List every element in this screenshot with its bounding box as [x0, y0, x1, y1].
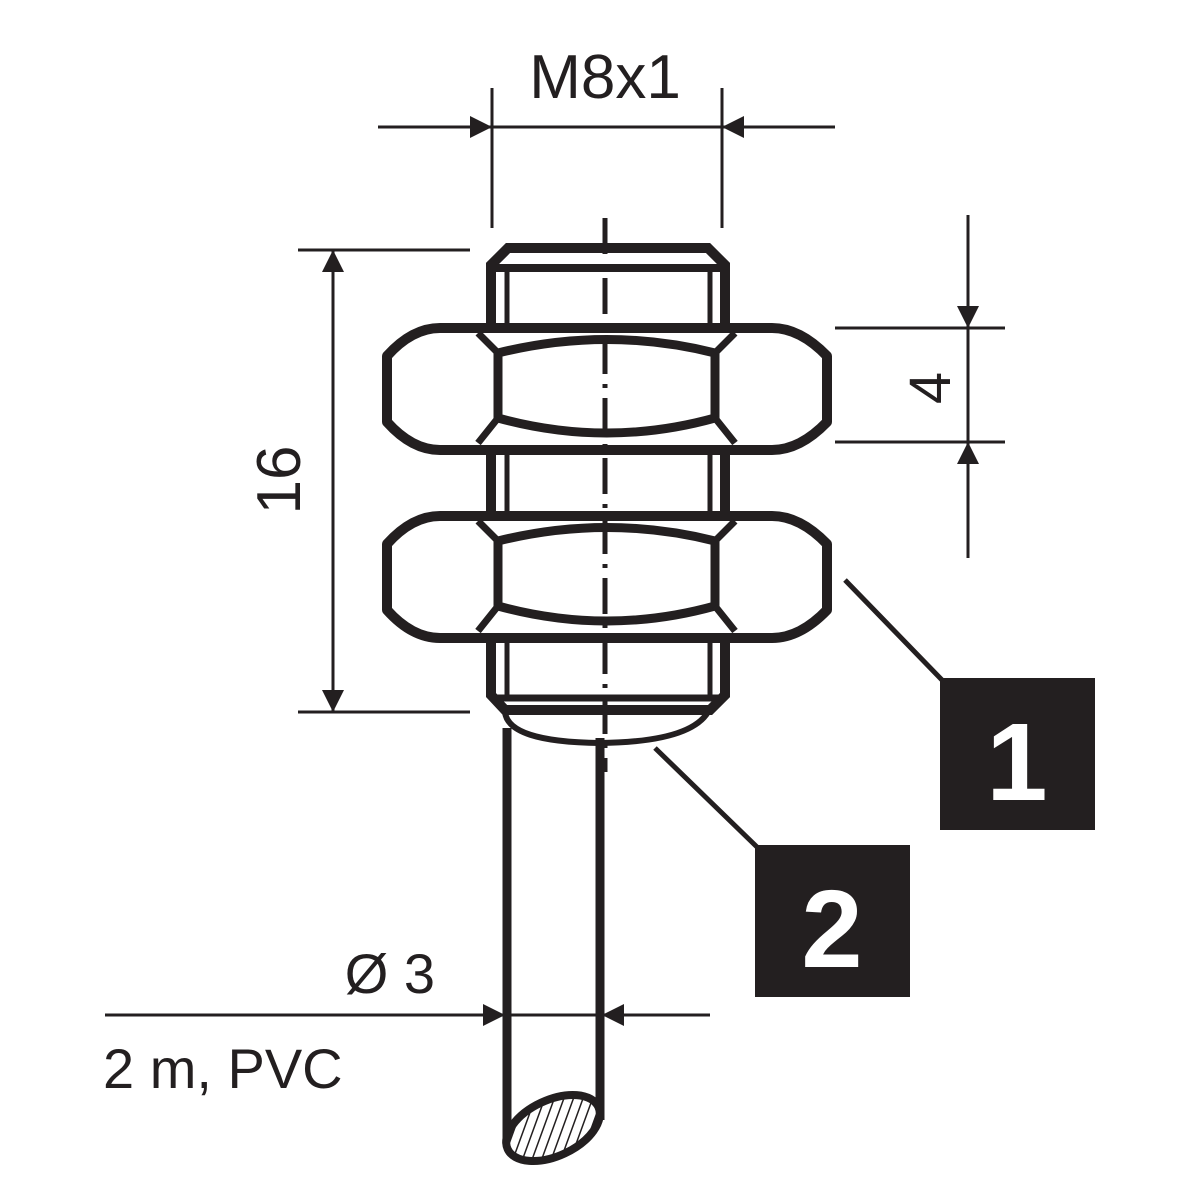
thread-dimension	[378, 88, 835, 228]
svg-text:2: 2	[801, 868, 862, 991]
callout-2: 2	[653, 746, 910, 997]
nut-thickness-label: 4	[898, 372, 963, 404]
nut-thickness-dimension	[835, 215, 1005, 558]
thread-label: M8x1	[529, 43, 681, 112]
cable	[502, 728, 605, 1166]
cable-spec-label: 2 m, PVC	[103, 1037, 343, 1100]
svg-text:1: 1	[986, 701, 1047, 824]
callout-1: 1	[843, 578, 1095, 830]
sensor-body	[486, 243, 730, 747]
length-dimension	[298, 248, 470, 714]
cable-diameter-label: Ø 3	[345, 942, 435, 1005]
cable-section-hatch	[502, 1090, 604, 1166]
length-label: 16	[245, 446, 314, 515]
